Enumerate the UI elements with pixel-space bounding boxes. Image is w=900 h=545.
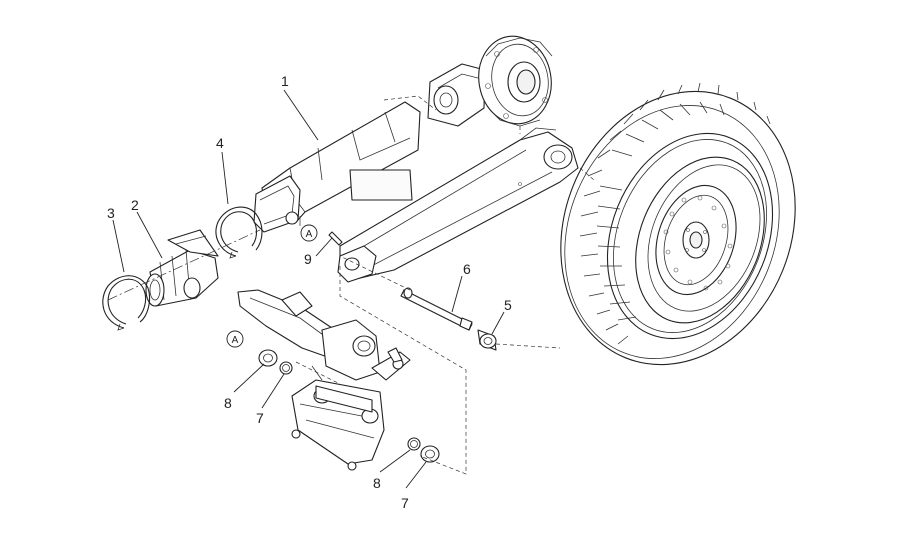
rear-wheel-assembly: [560, 82, 796, 366]
callout-2: 2: [131, 197, 139, 213]
callout-4: 4: [216, 135, 224, 151]
reference-marker-upper-label: A: [306, 229, 313, 240]
seal-ring-upper: [279, 361, 293, 375]
callout-labels: 1 2 3 4 5 6 7 7 8 8 9: [107, 73, 512, 511]
axle-shaft: [400, 287, 473, 331]
callout-7-lower: 7: [401, 495, 409, 511]
callout-8-upper: 8: [224, 395, 232, 411]
callout-9: 9: [304, 251, 312, 267]
callout-1: 1: [281, 73, 289, 89]
drive-shaft-joint: [145, 229, 219, 307]
bearing-upper: [258, 349, 278, 367]
reference-marker-lower-label: A: [232, 335, 239, 346]
frame-bracket: [237, 289, 411, 471]
reference-marker-lower: A: [226, 330, 244, 348]
callout-5: 5: [504, 297, 512, 313]
pin-bolt: [328, 231, 343, 246]
wheel-hub: [682, 221, 710, 259]
tire-tread-pattern: [579, 82, 771, 345]
circlip-ring: [102, 275, 151, 331]
callout-8-lower: 8: [373, 475, 381, 491]
callout-6: 6: [463, 261, 471, 277]
callout-3: 3: [107, 205, 115, 221]
axle-sleeve: [477, 329, 497, 351]
swingarm: [337, 127, 579, 283]
drive-shaft-tube: [253, 101, 421, 233]
assembly-lines: [107, 95, 595, 475]
final-drive-housing: [427, 35, 553, 127]
seal-ring-lower: [407, 437, 421, 451]
clip-ring: [215, 206, 263, 259]
callout-7-upper: 7: [256, 410, 264, 426]
leader-lines: [112, 89, 505, 489]
reference-marker-upper: A: [300, 224, 318, 242]
